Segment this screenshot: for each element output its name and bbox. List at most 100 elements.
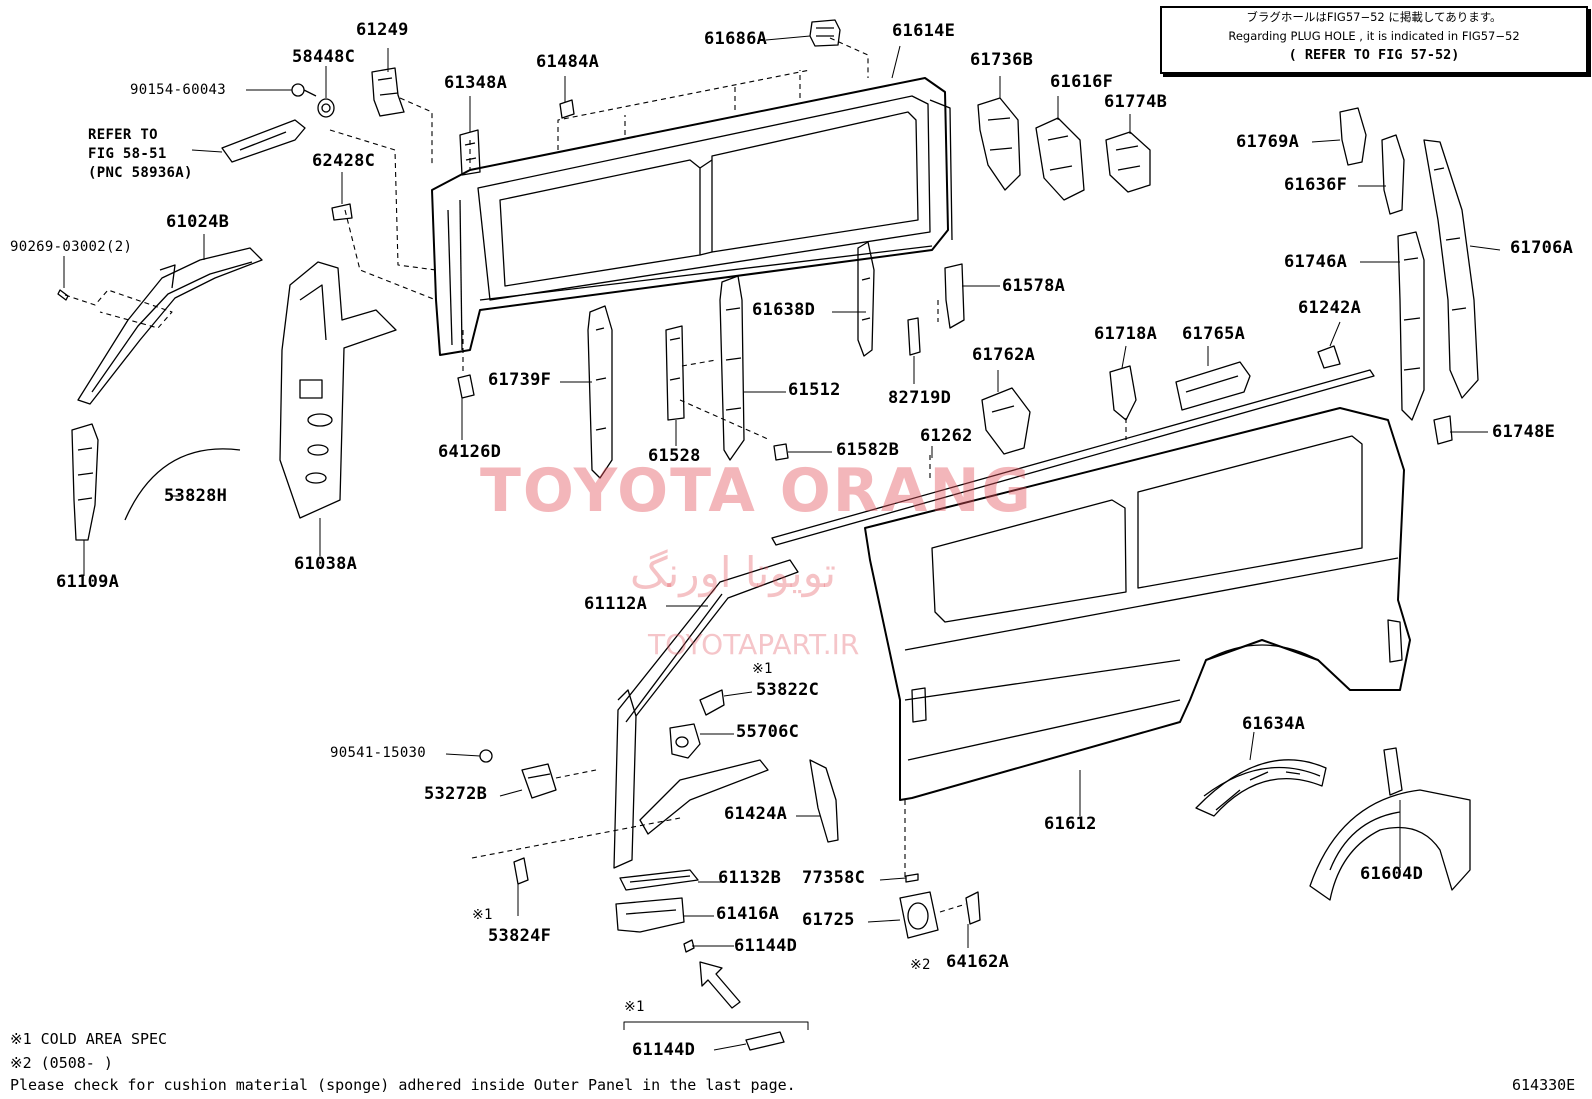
label-61112a[interactable]: 61112A xyxy=(584,594,648,614)
part-61416a xyxy=(615,897,685,933)
watermark-brand: TOYOTA ORANG xyxy=(480,456,1033,526)
label-61638d[interactable]: 61638D xyxy=(752,300,816,320)
part-61636f xyxy=(1381,134,1405,215)
part-61249 xyxy=(371,67,405,117)
label-53822c[interactable]: 53822C xyxy=(756,680,820,700)
label-61242a[interactable]: 61242A xyxy=(1298,298,1362,318)
part-77358c xyxy=(905,873,919,883)
label-61262[interactable]: 61262 xyxy=(920,426,973,446)
mark-date-2: ※2 xyxy=(910,957,931,973)
part-82719d xyxy=(907,317,921,356)
part-61736b xyxy=(977,97,1021,191)
part-61424a xyxy=(809,759,839,843)
label-58448c[interactable]: 58448C xyxy=(292,47,356,67)
label-refer-fig-58-51[interactable]: REFER TO FIG 58-51 (PNC 58936A) xyxy=(88,127,193,181)
part-58936a xyxy=(221,119,306,163)
label-61748e[interactable]: 61748E xyxy=(1492,422,1556,442)
part-61348a xyxy=(459,129,481,176)
part-55706c xyxy=(669,723,701,759)
part-61638d xyxy=(857,241,875,357)
part-61484a xyxy=(559,99,575,119)
label-61725[interactable]: 61725 xyxy=(802,910,855,930)
label-61762a[interactable]: 61762A xyxy=(972,345,1036,365)
label-61616f[interactable]: 61616F xyxy=(1050,72,1114,92)
label-61144d-cold[interactable]: 61144D xyxy=(632,1040,696,1060)
label-61686a[interactable]: 61686A xyxy=(704,29,768,49)
label-90269-03002[interactable]: 90269-03002(2) xyxy=(10,239,133,255)
part-53824f xyxy=(513,857,529,885)
part-61774b xyxy=(1105,131,1151,193)
label-53272b[interactable]: 53272B xyxy=(424,784,488,804)
figure-code: 614330E xyxy=(1512,1076,1576,1094)
label-61706a[interactable]: 61706A xyxy=(1510,238,1574,258)
part-61112a xyxy=(613,559,799,869)
label-61636f[interactable]: 61636F xyxy=(1284,175,1348,195)
part-61612-outer-panel xyxy=(864,407,1411,801)
part-61578a xyxy=(944,263,965,329)
footnote-date-range: ※2 (0508- ) xyxy=(10,1054,113,1072)
part-62428c xyxy=(331,203,353,221)
watermark-site: TOYOTAPART.IR xyxy=(648,628,860,661)
label-61024b[interactable]: 61024B xyxy=(166,212,230,232)
watermark-persian: تویوتا اورنگ xyxy=(630,548,837,597)
label-53824f[interactable]: 53824F xyxy=(488,926,552,946)
part-61132b xyxy=(619,869,699,891)
part-61242a xyxy=(1317,345,1341,369)
label-55706c[interactable]: 55706C xyxy=(736,722,800,742)
label-61739f[interactable]: 61739F xyxy=(488,370,552,390)
part-61604d xyxy=(1309,747,1471,901)
label-61416a[interactable]: 61416A xyxy=(716,904,780,924)
label-90541-15030[interactable]: 90541-15030 xyxy=(330,745,427,761)
label-61144d[interactable]: 61144D xyxy=(734,936,798,956)
label-61774b[interactable]: 61774B xyxy=(1104,92,1168,112)
part-58448c xyxy=(317,98,335,118)
label-61612[interactable]: 61612 xyxy=(1044,814,1097,834)
label-61578a[interactable]: 61578A xyxy=(1002,276,1066,296)
label-61512[interactable]: 61512 xyxy=(788,380,841,400)
part-61144d xyxy=(683,939,695,953)
label-64126d[interactable]: 64126D xyxy=(438,442,502,462)
label-61038a[interactable]: 61038A xyxy=(294,554,358,574)
part-90541 xyxy=(479,749,493,763)
label-61614e[interactable]: 61614E xyxy=(892,21,956,41)
part-61109a xyxy=(71,423,99,541)
part-64162a xyxy=(965,891,981,925)
label-61132b[interactable]: 61132B xyxy=(718,868,782,888)
label-53828h[interactable]: 53828H xyxy=(164,486,228,506)
part-61762a xyxy=(981,387,1031,455)
part-61528 xyxy=(665,325,685,421)
part-61262 xyxy=(771,369,1375,546)
label-61736b[interactable]: 61736B xyxy=(970,50,1034,70)
label-61249[interactable]: 61249 xyxy=(356,20,409,40)
label-61746a[interactable]: 61746A xyxy=(1284,252,1348,272)
part-61718a xyxy=(1109,365,1137,421)
label-62428c[interactable]: 62428C xyxy=(312,151,376,171)
footnote-cold-area: ※1 COLD AREA SPEC xyxy=(10,1030,168,1048)
label-61348a[interactable]: 61348A xyxy=(444,73,508,93)
label-82719d[interactable]: 82719D xyxy=(888,388,952,408)
label-61484a[interactable]: 61484A xyxy=(536,52,600,72)
label-90154-60043[interactable]: 90154-60043 xyxy=(130,82,227,98)
label-61718a[interactable]: 61718A xyxy=(1094,324,1158,344)
part-53272b xyxy=(521,763,557,799)
label-61765a[interactable]: 61765A xyxy=(1182,324,1246,344)
label-61109a[interactable]: 61109A xyxy=(56,572,120,592)
mark-cold-area-2: ※1 xyxy=(472,907,493,923)
part-61024b xyxy=(77,247,263,405)
label-61604d[interactable]: 61604D xyxy=(1360,864,1424,884)
label-61634a[interactable]: 61634A xyxy=(1242,714,1306,734)
label-61424a[interactable]: 61424A xyxy=(724,804,788,824)
part-61769a xyxy=(1339,107,1367,166)
label-77358c[interactable]: 77358C xyxy=(802,868,866,888)
part-64126d xyxy=(457,374,475,399)
part-61634a xyxy=(1195,759,1327,817)
label-64162a[interactable]: 64162A xyxy=(946,952,1010,972)
part-90154 xyxy=(291,83,317,97)
label-61528[interactable]: 61528 xyxy=(648,446,701,466)
part-61512 xyxy=(719,275,745,461)
label-61769a[interactable]: 61769A xyxy=(1236,132,1300,152)
part-61144d-cold xyxy=(745,1031,785,1051)
part-61038a xyxy=(279,261,397,519)
label-61582b[interactable]: 61582B xyxy=(836,440,900,460)
